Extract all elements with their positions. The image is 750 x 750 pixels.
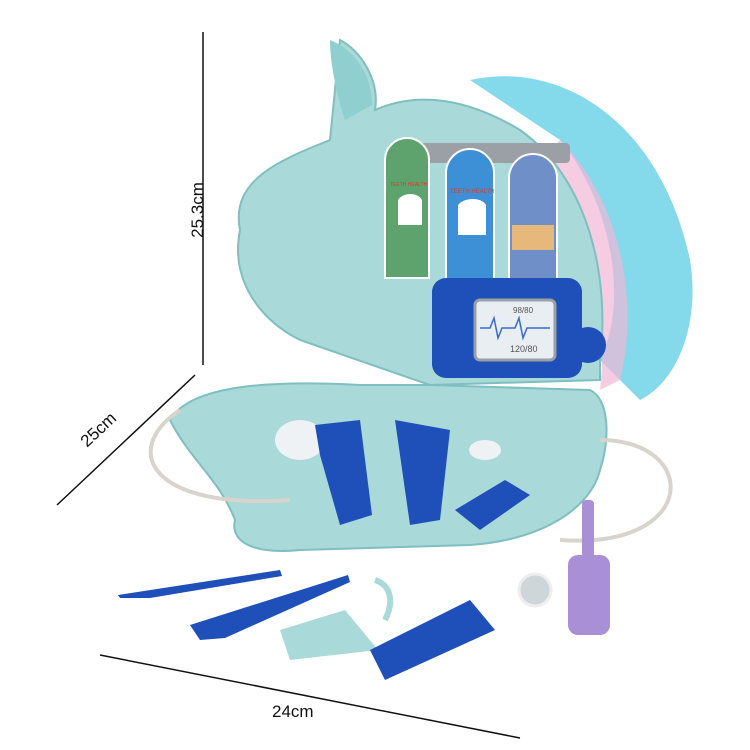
card-1-title: TEETH HEALTH bbox=[390, 182, 428, 188]
height-label: 25.3cm bbox=[187, 182, 207, 238]
tweezers-1 bbox=[118, 570, 282, 598]
loose-tools bbox=[118, 500, 610, 680]
width-label: 24cm bbox=[272, 702, 314, 721]
heart-monitor: 98/80 120/80 bbox=[432, 278, 606, 378]
width-arrow bbox=[99, 654, 521, 739]
stethoscope-tube bbox=[148, 408, 673, 543]
dimension-lines bbox=[56, 32, 521, 739]
tweezers-2 bbox=[190, 575, 350, 640]
tools-in-case bbox=[275, 420, 530, 530]
heart-rate-readout: 98/80 bbox=[513, 306, 534, 315]
comb bbox=[280, 610, 378, 660]
card-2-title: TEETH HEALTH bbox=[450, 189, 495, 195]
unicorn-horn bbox=[330, 40, 372, 120]
blood-pressure-readout: 120/80 bbox=[510, 344, 538, 354]
unicorn-hair bbox=[470, 76, 693, 400]
cards bbox=[384, 137, 558, 291]
dental-mirror-handle bbox=[370, 600, 495, 680]
floss-pick bbox=[373, 577, 394, 622]
depth-arrow bbox=[56, 374, 196, 506]
card-3 bbox=[508, 153, 558, 291]
case-base bbox=[168, 382, 608, 552]
medicine-bottle bbox=[568, 555, 610, 635]
dental-mirror bbox=[517, 572, 553, 608]
